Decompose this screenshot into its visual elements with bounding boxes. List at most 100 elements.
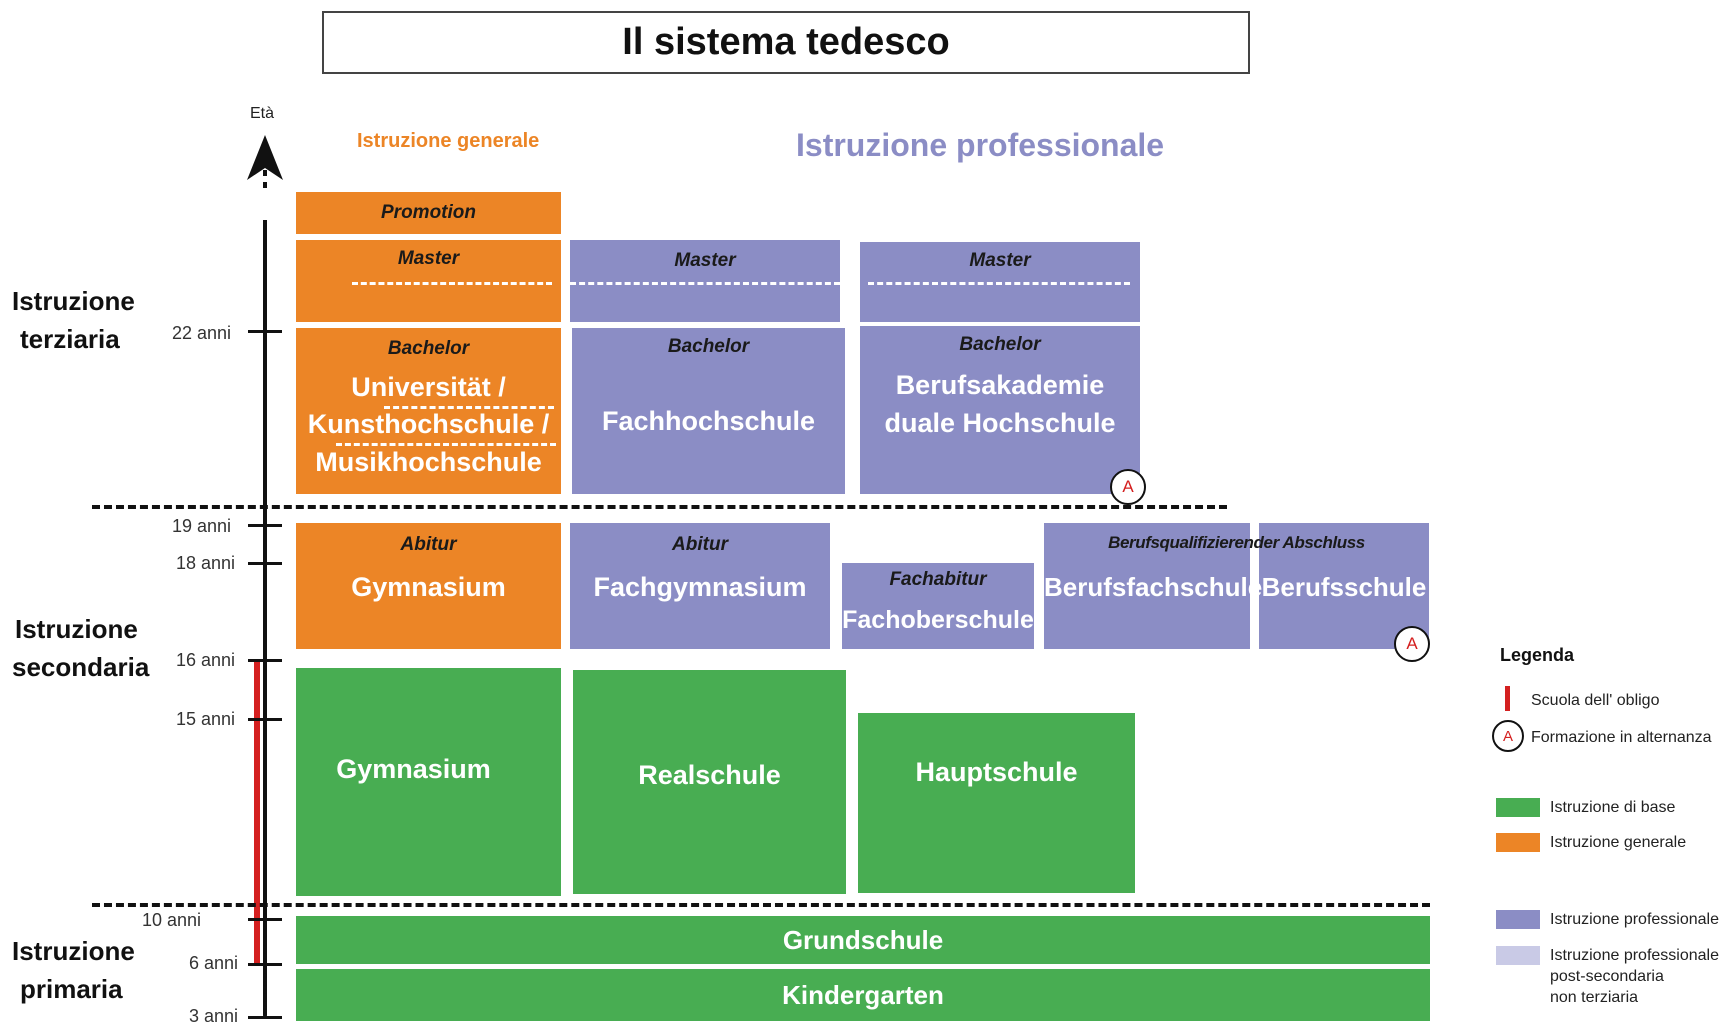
age-axis-arrow xyxy=(247,135,283,1015)
label-fachgymnasium: Fachgymnasium xyxy=(593,572,807,602)
block-fachoberschule: Fachabitur Fachoberschule xyxy=(842,563,1034,649)
label-kindergarten: Kindergarten xyxy=(782,980,944,1010)
separator-secondary-primary xyxy=(92,903,1430,907)
age-19: 19 anni xyxy=(171,516,231,536)
level-tertiary: Istruzione terziaria xyxy=(12,282,135,358)
label-master-fh: Master xyxy=(674,250,736,271)
label-uni-line-1: Universität / xyxy=(351,372,506,402)
block-realschule: Realschule xyxy=(573,670,846,894)
tick-19 xyxy=(248,524,282,527)
legend-compulsory-marker xyxy=(1505,686,1510,711)
block-gymnasium-lower: Gymnasium xyxy=(296,668,561,896)
legend-alternanza-label: Formazione in alternanza xyxy=(1531,729,1712,746)
age-15: 15 anni xyxy=(175,709,235,729)
level-secondary-line-2: secondaria xyxy=(12,652,150,682)
label-gymnasium-upper: Gymnasium xyxy=(351,572,506,602)
tick-15 xyxy=(248,718,282,721)
label-fachabitur: Fachabitur xyxy=(889,569,987,590)
legend-swatch-professional xyxy=(1496,910,1540,929)
block-master-ba: Master xyxy=(860,242,1140,322)
label-bachelor-ba: Bachelor xyxy=(959,334,1041,355)
block-kindergarten: Kindergarten xyxy=(296,969,1430,1021)
header-general: Istruzione generale xyxy=(357,130,540,152)
legend-post-secondary-line-3: non terziaria xyxy=(1550,989,1639,1006)
legend-post-secondary-line-1: Istruzione professionale xyxy=(1550,947,1719,964)
dash-master-general xyxy=(352,282,552,285)
label-bachelor-uni: Bachelor xyxy=(387,338,470,359)
legend-professional-label: Istruzione professionale xyxy=(1550,911,1719,928)
label-master-ba: Master xyxy=(969,250,1031,271)
legend-compulsory-label: Scuola dell' obligo xyxy=(1531,692,1660,709)
block-berufsschule xyxy=(1259,523,1429,649)
block-master-fh: Master xyxy=(570,240,840,322)
legend-base-label: Istruzione di base xyxy=(1550,799,1676,816)
age-axis-dotted-end xyxy=(263,918,267,1018)
block-berufsfachschule xyxy=(1044,523,1250,649)
age-22: 22 anni xyxy=(171,323,231,343)
age-16: 16 anni xyxy=(175,650,235,670)
legend-swatch-general xyxy=(1496,833,1540,852)
label-realschule: Realschule xyxy=(638,760,781,790)
block-fachhochschule: Bachelor Fachhochschule xyxy=(572,328,845,494)
level-secondary: Istruzione secondaria xyxy=(12,610,150,686)
alternanza-icon-ba: A xyxy=(1110,469,1146,505)
block-promotion: Promotion xyxy=(296,192,561,234)
label-berufsschule: Berufsschule xyxy=(1261,572,1427,602)
dash-uni-1 xyxy=(384,406,554,409)
legend-post-secondary-line-2: post-secondaria xyxy=(1550,968,1664,985)
label-abitur-fg: Abitur xyxy=(672,534,728,555)
age-3: 3 anni xyxy=(188,1006,238,1026)
separator-tertiary-secondary xyxy=(92,505,1227,509)
block-universitaet: Bachelor Universität / Kunsthochschule /… xyxy=(296,328,561,494)
age-6: 6 anni xyxy=(188,953,238,973)
tick-3 xyxy=(248,1016,282,1019)
label-gymnasium-lower: Gymnasium xyxy=(336,754,491,784)
label-uni-line-2: Kunsthochschule / xyxy=(307,409,550,439)
legend-swatch-post-secondary xyxy=(1496,946,1540,965)
level-secondary-line-1: Istruzione xyxy=(15,614,138,644)
dash-master-ba xyxy=(868,282,1130,285)
label-promotion: Promotion xyxy=(381,202,476,223)
tick-10 xyxy=(248,918,282,921)
label-hauptschule: Hauptschule xyxy=(915,757,1078,787)
label-grundschule: Grundschule xyxy=(782,925,944,955)
label-ba-line-1: Berufsakademie xyxy=(895,370,1105,400)
block-master-general: Master xyxy=(296,240,561,322)
label-berufsqualifizierender: Berufsqualifizierender Abschluss xyxy=(1108,533,1365,552)
block-fachgymnasium: Abitur Fachgymnasium xyxy=(570,523,830,649)
header-professional: Istruzione professionale xyxy=(796,127,1165,163)
level-primary: Istruzione primaria xyxy=(12,932,135,1008)
legend-general-label: Istruzione generale xyxy=(1550,834,1687,851)
tick-22 xyxy=(248,330,282,333)
diagram-title: Il sistema tedesco xyxy=(322,11,1250,74)
dash-uni-2 xyxy=(336,443,556,446)
label-fachhochschule: Fachhochschule xyxy=(601,406,816,436)
tick-18 xyxy=(248,562,282,565)
legend-title: Legenda xyxy=(1500,645,1575,665)
block-berufsakademie: Bachelor Berufsakademie duale Hochschule xyxy=(860,326,1140,494)
label-bachelor-fh: Bachelor xyxy=(667,336,750,357)
label-abitur-gym: Abitur xyxy=(400,534,457,555)
block-grundschule: Grundschule xyxy=(296,916,1430,964)
legend-post-secondary-label: Istruzione professionale post-secondaria… xyxy=(1550,945,1719,1008)
legend-alternanza-icon: A xyxy=(1492,720,1524,752)
level-primary-line-2: primaria xyxy=(20,974,123,1004)
dash-master-fh xyxy=(570,282,840,285)
block-gymnasium-upper: Abitur Gymnasium xyxy=(296,523,561,649)
axis-label: Età xyxy=(250,105,275,122)
compulsory-school-bar xyxy=(254,660,260,966)
level-primary-line-1: Istruzione xyxy=(12,936,135,966)
label-uni-line-3: Musikhochschule xyxy=(315,447,542,477)
tick-6 xyxy=(248,963,282,966)
label-ba-line-2: duale Hochschule xyxy=(884,408,1116,438)
age-10: 10 anni xyxy=(141,910,201,930)
label-berufsfachschule: Berufsfachschule xyxy=(1044,572,1263,602)
level-tertiary-line-1: Istruzione xyxy=(12,286,135,316)
tick-16 xyxy=(248,659,282,662)
level-tertiary-line-2: terziaria xyxy=(20,324,120,354)
age-18: 18 anni xyxy=(175,553,235,573)
label-master-general: Master xyxy=(397,248,460,269)
block-hauptschule: Hauptschule xyxy=(858,713,1135,893)
legend-swatch-base xyxy=(1496,798,1540,817)
alternanza-icon-berufsschule: A xyxy=(1394,626,1430,662)
